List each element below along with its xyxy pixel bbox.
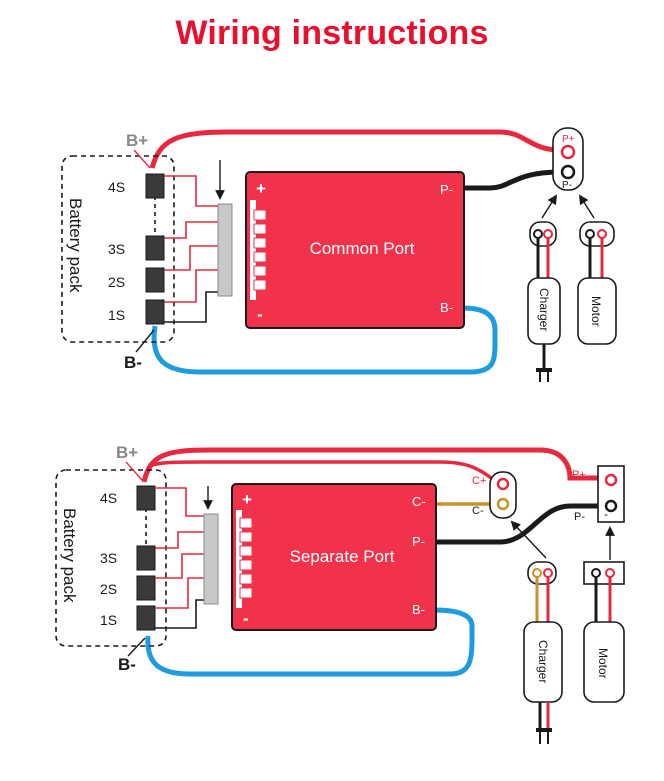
board-label-2: Separate Port <box>290 547 395 566</box>
bminus-label-2: B- <box>118 655 136 674</box>
cell-1s-2: 1S <box>100 605 156 631</box>
svg-text:1S: 1S <box>108 307 125 323</box>
svg-text:2S: 2S <box>108 274 125 290</box>
svg-text:2S: 2S <box>100 581 117 597</box>
svg-text:4S: 4S <box>108 179 125 195</box>
bplus-label-2: B+ <box>116 443 138 462</box>
bplus-label: B+ <box>126 131 148 150</box>
bplus-to-pplus-wire <box>149 129 561 169</box>
battery-pack-label: Battery pack <box>66 198 85 293</box>
svg-text:P-: P- <box>574 511 585 523</box>
svg-text:P-: P- <box>440 182 453 197</box>
cell-3s: 3S <box>108 235 165 261</box>
svg-text:+: + <box>242 490 252 509</box>
svg-text:3S: 3S <box>100 550 117 566</box>
bms-board <box>245 171 465 329</box>
cell-4s-2: 4S <box>100 485 156 511</box>
svg-text:C+: C+ <box>472 475 486 487</box>
board-label: Common Port <box>310 239 415 258</box>
svg-text:4S: 4S <box>100 490 117 506</box>
svg-text:1S: 1S <box>100 612 117 628</box>
bminus-blue-wire <box>151 305 498 375</box>
motor-box <box>577 277 617 345</box>
svg-text:B-: B- <box>440 300 453 315</box>
motor-label: Motor <box>589 296 603 327</box>
battery-pack-label-2: Battery pack <box>60 508 79 603</box>
svg-text:-: - <box>257 305 263 324</box>
svg-text:-: - <box>243 609 249 628</box>
charge-terminal <box>489 471 517 519</box>
svg-text:C-: C- <box>472 505 484 517</box>
motor-box-2 <box>583 621 625 703</box>
charger-label: Charger <box>537 288 551 331</box>
pminus-wire <box>462 169 561 191</box>
svg-text:B-: B- <box>412 602 425 617</box>
svg-text:P-: P- <box>412 534 425 549</box>
svg-text:3S: 3S <box>108 241 125 257</box>
charger-box-2 <box>523 621 563 703</box>
bms-board-2 <box>231 483 437 631</box>
svg-text:P-: P- <box>562 180 572 191</box>
motor-label-2: Motor <box>596 648 610 679</box>
balance-wires <box>164 175 218 323</box>
common-port-diagram: Battery pack 4S 3S 2S 1S <box>61 127 617 382</box>
separate-port-diagram: Battery pack 4S 3S 2S 1S B+ B- <box>55 443 625 744</box>
cell-3s-2: 3S <box>100 545 156 571</box>
cell-2s: 2S <box>108 267 165 293</box>
bminus-blue-wire-2 <box>145 607 475 677</box>
balance-wires-2 <box>155 487 204 629</box>
charger-label-2: Charger <box>536 640 550 683</box>
svg-text:C-: C- <box>412 494 426 509</box>
page-title: Wiring instructions <box>175 14 489 52</box>
svg-text:P+: P+ <box>562 134 575 145</box>
cell-2s-2: 2S <box>100 575 156 601</box>
svg-text:-: - <box>604 507 608 521</box>
svg-text:+: + <box>256 179 266 198</box>
cell-1s: 1S <box>108 299 165 325</box>
svg-text:P+: P+ <box>572 469 586 481</box>
cell-4s: 4S <box>108 173 165 199</box>
motor-connector-2 <box>583 561 625 585</box>
battery-pack-outline <box>61 155 175 343</box>
bplus-to-cplus-wire <box>149 460 496 482</box>
battery-pack-outline-2 <box>55 469 167 647</box>
bplus-to-pplus-wire-2 <box>141 447 600 483</box>
pminus-wire-2 <box>434 503 600 545</box>
balance-connector-2 <box>203 513 219 605</box>
balance-connector <box>217 203 233 297</box>
bminus-label: B- <box>124 353 142 372</box>
